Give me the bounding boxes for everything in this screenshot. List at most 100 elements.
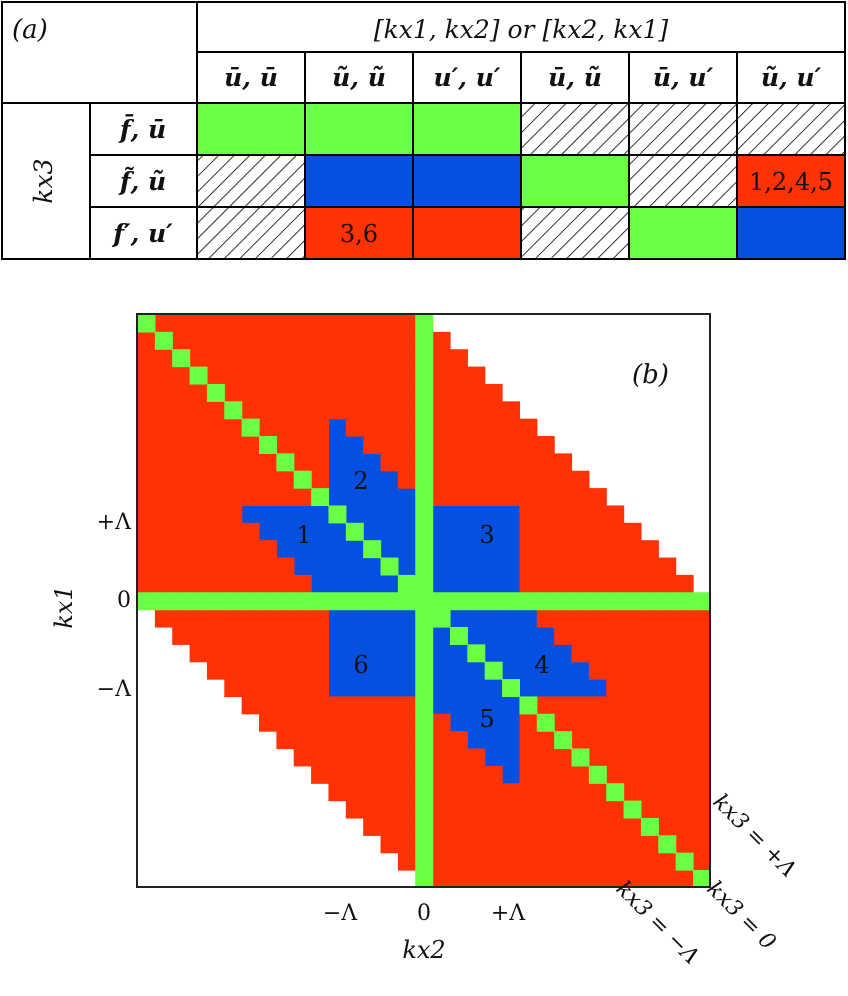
- grid-cell-red: [363, 401, 382, 420]
- grid-cell-red: [432, 817, 451, 836]
- grid-cell-blue: [380, 505, 399, 524]
- grid-cell-red: [432, 366, 451, 385]
- grid-cell-red: [467, 852, 486, 871]
- grid-cell-red: [449, 852, 468, 871]
- grid-cell-red: [606, 679, 625, 698]
- grid-cell-green: [571, 748, 590, 767]
- grid-cell-red: [363, 418, 382, 437]
- grid-cell-red: [206, 505, 225, 524]
- grid-cell-green: [206, 592, 225, 611]
- grid-cell-blue: [449, 574, 468, 593]
- grid-cell-red: [467, 453, 486, 472]
- grid-cell-red: [502, 470, 521, 489]
- grid-cell-blue: [502, 609, 521, 628]
- grid-cell-red: [606, 522, 625, 541]
- row-header: f̄, ū: [118, 114, 166, 144]
- grid-cell-blue: [484, 626, 503, 645]
- grid-cell-red: [154, 488, 173, 507]
- grid-cell-red: [658, 679, 677, 698]
- grid-cell-red: [311, 696, 330, 715]
- grid-cell-green: [519, 592, 538, 611]
- grid-cell-green: [484, 592, 503, 611]
- grid-cell-green: [640, 592, 659, 611]
- grid-cell-red: [606, 661, 625, 680]
- grid-cell-red: [693, 626, 711, 645]
- grid-cell-blue: [519, 626, 538, 645]
- grid-cell-blue: [293, 505, 312, 524]
- grid-cell-red: [293, 436, 312, 454]
- grid-cell-red: [380, 696, 399, 715]
- grid-cell-red: [224, 626, 243, 645]
- grid-cell-red: [241, 557, 260, 576]
- grid-cell-red: [363, 436, 382, 454]
- grid-cell-blue: [345, 488, 364, 507]
- grid-cell-red: [206, 557, 225, 576]
- grid-cell-red: [588, 800, 607, 819]
- grid-cell-green: [467, 592, 486, 611]
- grid-cell-red: [571, 522, 590, 541]
- grid-cell-red: [432, 488, 451, 507]
- grid-cell-red: [328, 713, 347, 732]
- grid-cell-red: [206, 366, 225, 385]
- grid-cell-red: [172, 418, 191, 437]
- grid-cell-red: [640, 661, 659, 680]
- grid-cell-red: [172, 383, 191, 402]
- grid-cell-green: [224, 401, 243, 420]
- grid-cell-red: [224, 418, 243, 437]
- grid-cell-red: [432, 470, 451, 489]
- grid-cell-red: [154, 418, 173, 437]
- grid-cell-blue: [380, 609, 399, 628]
- grid-cell-red: [172, 314, 191, 333]
- grid-cell-red: [449, 731, 468, 750]
- grid-cell-red: [380, 713, 399, 732]
- grid-cell-blue: [363, 609, 382, 628]
- grid-cell-red: [467, 418, 486, 437]
- grid-cell-blue: [502, 696, 521, 715]
- grid-cell-red: [241, 436, 260, 454]
- grid-cell-green: [432, 592, 451, 611]
- grid-cell-green: [311, 488, 330, 507]
- grid-cell-red: [397, 852, 416, 871]
- grid-cell-green: [502, 679, 521, 698]
- grid-cell-blue: [397, 540, 416, 559]
- grid-cell-red: [259, 470, 277, 489]
- grid-cell-red: [206, 470, 225, 489]
- grid-cell-red: [259, 540, 277, 559]
- table-cell-green: [413, 103, 521, 155]
- grid-cell-blue: [328, 644, 347, 663]
- grid-cell-red: [293, 401, 312, 420]
- grid-cell-red: [293, 626, 312, 645]
- grid-cell-blue: [484, 696, 503, 715]
- grid-cell-red: [432, 713, 451, 732]
- grid-cell-red: [259, 383, 277, 402]
- diagonal-label: kx3 = +Λ: [708, 790, 801, 883]
- grid-cell-red: [571, 870, 590, 888]
- grid-cell-red: [640, 679, 659, 698]
- grid-cell-red: [467, 748, 486, 767]
- grid-cell-red: [519, 574, 538, 593]
- grid-cell-blue: [449, 540, 468, 559]
- grid-cell-red: [658, 557, 677, 576]
- grid-cell-red: [658, 852, 677, 871]
- grid-cell-red: [519, 765, 538, 784]
- grid-cell-blue: [345, 644, 364, 663]
- grid-cell-red: [658, 696, 677, 715]
- grid-cell-red: [276, 609, 295, 628]
- grid-cell-blue: [432, 574, 451, 593]
- grid-cell-green: [293, 470, 312, 489]
- grid-cell-red: [467, 470, 486, 489]
- grid-cell-red: [484, 470, 503, 489]
- column-header: ũ, u′: [761, 63, 822, 92]
- grid-cell-red: [588, 748, 607, 767]
- grid-cell-green: [415, 401, 434, 420]
- grid-cell-green: [415, 609, 434, 628]
- grid-cell-blue: [363, 574, 382, 593]
- grid-cell-red: [658, 870, 677, 888]
- grid-cell-red: [224, 574, 243, 593]
- grid-cell-green: [328, 505, 347, 524]
- grid-cell-red: [675, 609, 694, 628]
- grid-cell-red: [311, 366, 330, 385]
- table-cell-hatched: [629, 103, 737, 155]
- grid-cell-red: [536, 470, 555, 489]
- grid-cell-red: [206, 331, 225, 350]
